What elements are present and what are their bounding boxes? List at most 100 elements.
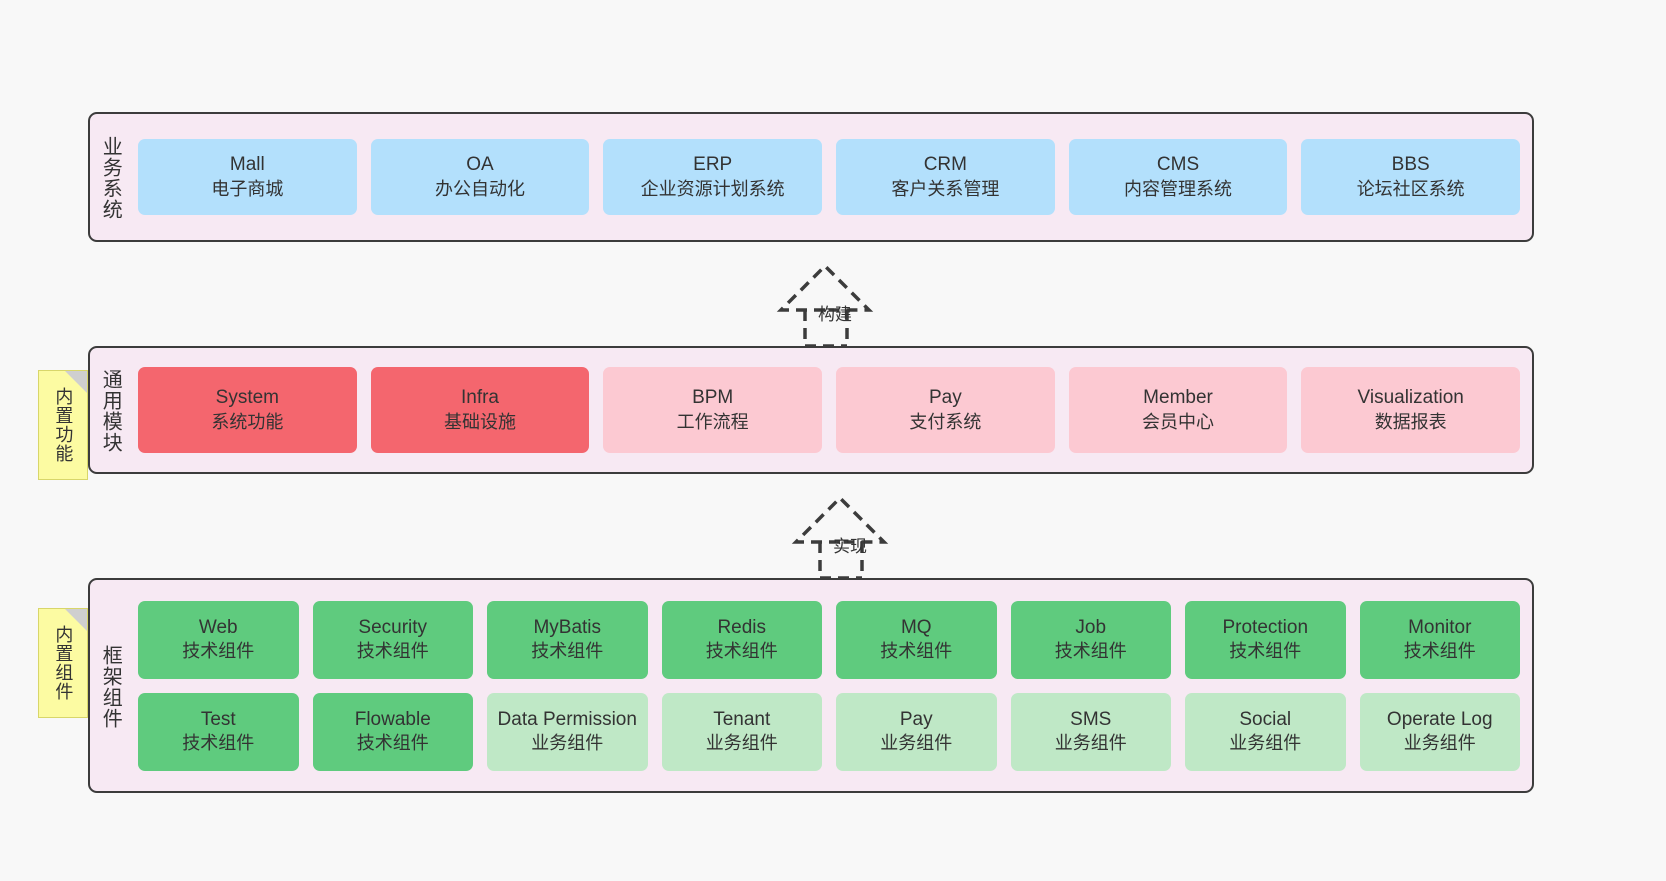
card-subtitle: 电子商城 xyxy=(211,178,284,199)
card-title: System xyxy=(215,387,280,409)
card-subtitle: 工作流程 xyxy=(676,411,749,432)
connector-build-label: 构建 xyxy=(818,305,852,324)
card-title: Member xyxy=(1143,387,1213,409)
card-cms[interactable]: CMS 内容管理系统 xyxy=(1068,139,1288,215)
layer-common-modules: 通用模块 System 系统功能 Infra 基础设施 BPM 工作流程 Pay… xyxy=(88,346,1534,474)
card-title: Monitor xyxy=(1408,616,1472,638)
card-monitor[interactable]: Monitor 技术组件 xyxy=(1359,600,1520,679)
card-title: Pay xyxy=(928,387,962,409)
card-subtitle: 业务组件 xyxy=(1229,733,1302,754)
card-crm[interactable]: CRM 客户关系管理 xyxy=(836,139,1055,215)
card-subtitle: 客户关系管理 xyxy=(891,178,1000,199)
card-subtitle: 论坛社区系统 xyxy=(1356,178,1465,199)
connector-build: 构建 xyxy=(755,258,915,348)
card-mybatis[interactable]: MyBatis 技术组件 xyxy=(487,600,648,679)
note-builtin-functions: 内置功能 xyxy=(38,370,88,480)
card-title: Tenant xyxy=(713,708,771,730)
card-title: MyBatis xyxy=(533,616,602,638)
card-protection[interactable]: Protection 技术组件 xyxy=(1185,600,1346,679)
card-subtitle: 基础设施 xyxy=(444,411,516,432)
card-bbs[interactable]: BBS 论坛社区系统 xyxy=(1301,139,1521,215)
card-bpm[interactable]: BPM 工作流程 xyxy=(603,367,823,453)
card-sms[interactable]: SMS 业务组件 xyxy=(1010,692,1171,771)
card-subtitle: 系统功能 xyxy=(211,411,284,432)
card-tenant[interactable]: Tenant 业务组件 xyxy=(661,692,822,771)
card-title: Test xyxy=(200,708,236,730)
card-title: Security xyxy=(358,616,428,638)
card-operate-log[interactable]: Operate Log 业务组件 xyxy=(1359,692,1520,771)
card-pay-module[interactable]: Pay 支付系统 xyxy=(836,367,1055,453)
card-subtitle: 企业资源计划系统 xyxy=(640,178,785,199)
card-title: Web xyxy=(198,616,238,638)
card-title: Social xyxy=(1239,708,1292,730)
card-title: Infra xyxy=(460,387,500,409)
card-oa[interactable]: OA 办公自动化 xyxy=(370,139,590,215)
layer-body-common-modules: System 系统功能 Infra 基础设施 BPM 工作流程 Pay 支付系统… xyxy=(130,348,1532,472)
card-subtitle: 技术组件 xyxy=(182,733,255,754)
connector-implement: 实现 xyxy=(770,490,930,580)
card-title: Data Permission xyxy=(497,708,637,730)
card-title: MQ xyxy=(900,616,932,638)
card-subtitle: 技术组件 xyxy=(1229,641,1302,662)
layer-framework-components: 框架组件 Web 技术组件 Security 技术组件 MyBatis 技术组件… xyxy=(88,578,1534,793)
card-system[interactable]: System 系统功能 xyxy=(138,367,357,453)
card-data-permission[interactable]: Data Permission 业务组件 xyxy=(487,692,648,771)
layer-label-framework-components: 框架组件 xyxy=(99,644,122,729)
card-web[interactable]: Web 技术组件 xyxy=(138,600,299,679)
card-title: Job xyxy=(1075,616,1107,638)
note-fold-corner-icon xyxy=(65,371,87,393)
card-title: Mall xyxy=(229,154,265,176)
card-subtitle: 技术组件 xyxy=(1054,641,1127,662)
card-test[interactable]: Test 技术组件 xyxy=(138,692,299,771)
card-subtitle: 业务组件 xyxy=(1054,733,1127,754)
card-title: ERP xyxy=(693,154,733,176)
card-mall[interactable]: Mall 电子商城 xyxy=(138,139,357,215)
card-title: Redis xyxy=(717,616,767,638)
card-title: SMS xyxy=(1070,708,1112,730)
card-visualization[interactable]: Visualization 数据报表 xyxy=(1301,367,1521,453)
note-fold-corner-icon xyxy=(65,609,87,631)
card-title: OA xyxy=(466,154,494,176)
layer-body-framework-components: Web 技术组件 Security 技术组件 MyBatis 技术组件 Redi… xyxy=(130,580,1532,791)
card-subtitle: 技术组件 xyxy=(356,733,429,754)
card-social[interactable]: Social 业务组件 xyxy=(1185,692,1346,771)
card-redis[interactable]: Redis 技术组件 xyxy=(661,600,822,679)
card-subtitle: 内容管理系统 xyxy=(1124,178,1233,199)
card-title: Visualization xyxy=(1357,387,1464,409)
card-subtitle: 技术组件 xyxy=(880,641,953,662)
card-title: Flowable xyxy=(354,708,431,730)
card-title: Protection xyxy=(1222,616,1309,638)
card-subtitle: 技术组件 xyxy=(182,641,255,662)
layer-label-business-systems: 业务系统 xyxy=(99,136,122,220)
card-flowable[interactable]: Flowable 技术组件 xyxy=(312,692,473,771)
card-subtitle: 技术组件 xyxy=(531,641,604,662)
card-member[interactable]: Member 会员中心 xyxy=(1068,367,1288,453)
card-subtitle: 办公自动化 xyxy=(435,178,525,199)
card-subtitle: 技术组件 xyxy=(1403,641,1476,662)
card-security[interactable]: Security 技术组件 xyxy=(312,600,473,679)
card-subtitle: 数据报表 xyxy=(1374,411,1447,432)
note-label: 内置功能 xyxy=(53,387,74,463)
card-subtitle: 技术组件 xyxy=(705,641,778,662)
card-title: Pay xyxy=(899,708,933,730)
card-title: BPM xyxy=(692,387,734,409)
card-infra[interactable]: Infra 基础设施 xyxy=(370,367,590,453)
card-pay-component[interactable]: Pay 业务组件 xyxy=(836,692,997,771)
card-job[interactable]: Job 技术组件 xyxy=(1010,600,1171,679)
note-builtin-components: 内置组件 xyxy=(38,608,88,718)
card-title: CRM xyxy=(923,154,967,176)
card-subtitle: 会员中心 xyxy=(1142,411,1215,432)
card-title: BBS xyxy=(1391,154,1430,176)
card-subtitle: 技术组件 xyxy=(356,641,429,662)
card-subtitle: 业务组件 xyxy=(1403,733,1476,754)
card-title: Operate Log xyxy=(1386,708,1493,730)
layer-label-common-modules: 通用模块 xyxy=(99,369,122,453)
layer-business-systems: 业务系统 Mall 电子商城 OA 办公自动化 ERP 企业资源计划系统 CRM… xyxy=(88,112,1534,242)
note-label: 内置组件 xyxy=(53,625,74,701)
component-row-business: Test 技术组件 Flowable 技术组件 Data Permission … xyxy=(138,692,1520,771)
card-erp[interactable]: ERP 企业资源计划系统 xyxy=(603,139,823,215)
card-mq[interactable]: MQ 技术组件 xyxy=(836,600,997,679)
card-subtitle: 业务组件 xyxy=(880,733,953,754)
connector-implement-label: 实现 xyxy=(833,537,867,556)
